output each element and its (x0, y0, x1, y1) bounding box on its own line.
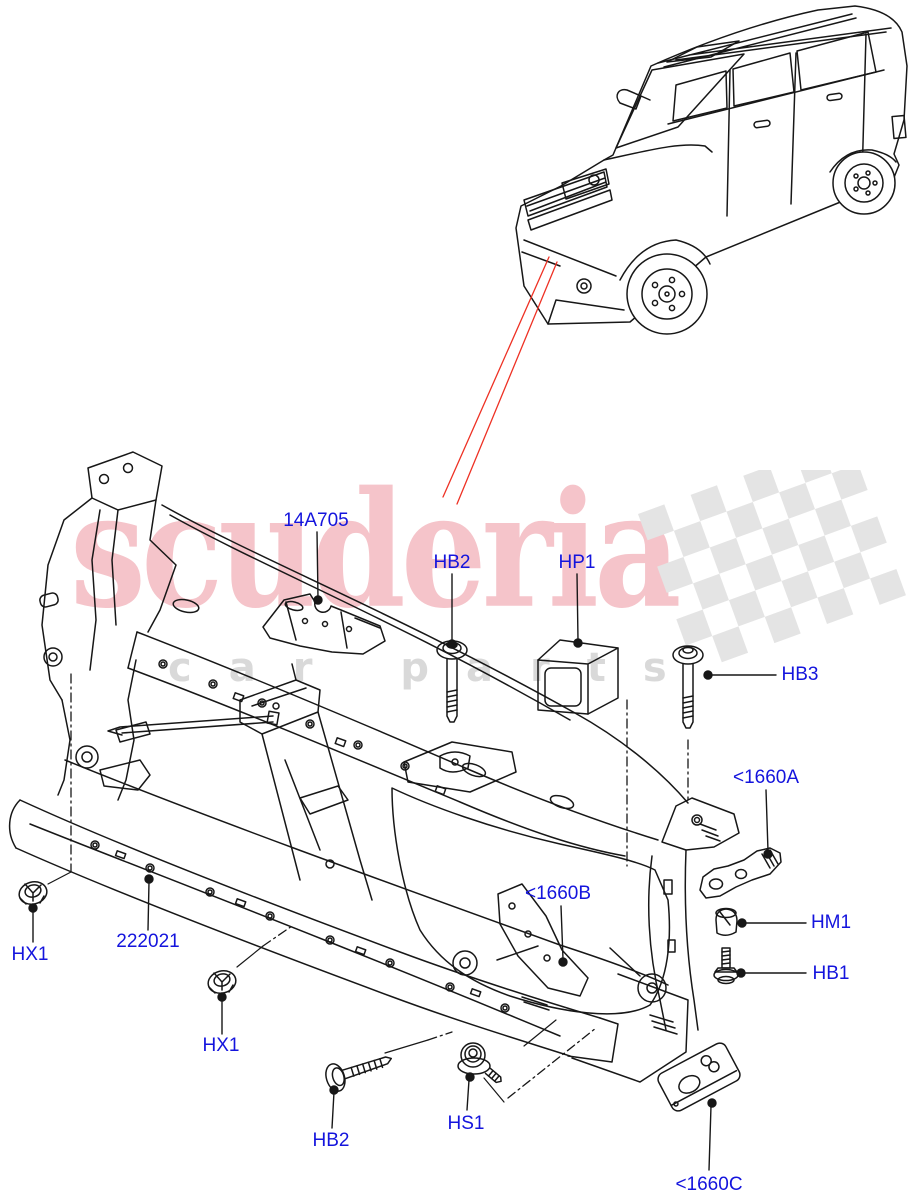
rear-wheel (829, 149, 897, 215)
checkered-flag-cell (795, 470, 832, 483)
part-hs1-screw (457, 1042, 502, 1084)
windshield (615, 53, 745, 149)
thin-connector-lines (47, 871, 557, 1103)
part-hb1-screw (713, 947, 739, 985)
part-hb3-bolt (672, 645, 704, 729)
checkered-flag-cell (693, 573, 729, 610)
grille (523, 171, 613, 231)
roof-rails (657, 13, 892, 68)
hood-fender-line (603, 144, 713, 161)
front-door-handle (753, 119, 771, 129)
headlamp-bulb (588, 174, 600, 186)
checkered-flag-cell (815, 499, 851, 536)
panel-top-flange-inner (169, 514, 571, 721)
front-door-window (672, 70, 728, 122)
lower-bumper-beam (8, 799, 619, 1063)
checkered-flag-cell (798, 535, 835, 572)
checkered-flag-cell (781, 571, 818, 608)
mid-panel-edge (64, 759, 669, 986)
checkered-flag-cell (745, 554, 782, 591)
checkered-flag-cell (850, 516, 887, 553)
front-bumper-creases (521, 239, 625, 325)
centerline-guides (70, 673, 689, 1099)
front-wheel-arch (619, 239, 711, 281)
checkered-flag-cell (657, 557, 694, 593)
upper-crossmember (127, 631, 659, 857)
checkered-flag-cell (764, 607, 801, 644)
checkered-flag-cell (690, 485, 727, 522)
callout-leader-lines (28, 531, 807, 1171)
center-pillar (261, 711, 373, 901)
checkered-flag-cell (762, 518, 799, 555)
beam-right-mount-pad (661, 797, 740, 851)
watermark-brand-text: scuderia (70, 455, 682, 644)
rear-wheel-arch (829, 149, 897, 173)
checkered-flag-cell (638, 504, 674, 541)
right-pillar (647, 849, 699, 1031)
panel-top-flange (161, 504, 689, 804)
part-14a705-bracket (262, 593, 386, 655)
part-label-1660A[interactable]: <1660A (732, 767, 800, 788)
vehicle-body-outline (515, 5, 908, 325)
part-hp1-box (537, 639, 619, 715)
checkered-flag-cell (676, 609, 713, 646)
rear-door-window (732, 52, 795, 107)
part-label-HS1[interactable]: HS1 (447, 1113, 485, 1134)
checkered-flag-cell (834, 552, 871, 589)
lower-right-frame (521, 973, 689, 1083)
part-1660c-plate (657, 1042, 741, 1112)
checkered-flag-cell (728, 590, 765, 627)
sunroof (666, 40, 740, 63)
support-rod (107, 710, 280, 736)
checkered-flag-cell (709, 537, 746, 574)
part-label-1660B[interactable]: <1660B (524, 883, 592, 904)
checkered-flag-cell (831, 470, 868, 500)
watermark-subtitle-text: car parts (168, 645, 704, 691)
belt-line (667, 69, 885, 125)
part-label-HX1-left[interactable]: HX1 (11, 944, 49, 965)
checkered-flag-cell (817, 588, 854, 624)
part-label-HB1[interactable]: HB1 (812, 963, 850, 984)
checkered-flag-cell (726, 502, 763, 538)
tail-lamp (891, 114, 907, 140)
vehicle-illustration (515, 5, 908, 335)
front-wheel (619, 239, 711, 335)
part-hx1-nut-left (18, 881, 48, 905)
fog-lamp (576, 278, 592, 294)
part-label-HB3[interactable]: HB3 (781, 664, 819, 685)
part-label-HP1[interactable]: HP1 (558, 552, 596, 573)
checkered-flag-watermark (638, 470, 906, 663)
fog-lamp-inner (580, 282, 588, 290)
part-1660b-plate (496, 883, 589, 997)
part-label-HB2-top[interactable]: HB2 (433, 552, 471, 573)
rear-door-handle (826, 92, 843, 102)
flange-oval-slot (172, 598, 200, 614)
side-mirror (616, 88, 651, 110)
checkered-flag-cell (743, 470, 780, 503)
frame-assembly (8, 451, 740, 1103)
checkered-flag-cell (673, 521, 710, 558)
checkered-flag-cell (712, 626, 749, 663)
checkered-flag-cell (779, 482, 816, 519)
headlamp (561, 168, 610, 200)
left-tower (39, 451, 177, 801)
part-label-HB2-bottom[interactable]: HB2 (312, 1130, 350, 1151)
part-hm1-cap (715, 907, 738, 936)
part-label-HX1-mid[interactable]: HX1 (202, 1035, 240, 1056)
part-label-222021[interactable]: 222021 (116, 931, 180, 952)
location-pointer-lines (442, 256, 558, 505)
part-label-14A705[interactable]: 14A705 (283, 510, 349, 531)
part-hx1-nut-mid (207, 970, 237, 994)
checkered-flag-cell (870, 568, 906, 605)
part-hb2-bolt-bottom (325, 1056, 393, 1092)
part-label-HM1[interactable]: HM1 (810, 912, 852, 933)
lower-mount-ring (637, 973, 667, 1003)
part-label-1660C[interactable]: <1660C (675, 1174, 743, 1195)
bonnet-latch-bracket (403, 741, 517, 793)
